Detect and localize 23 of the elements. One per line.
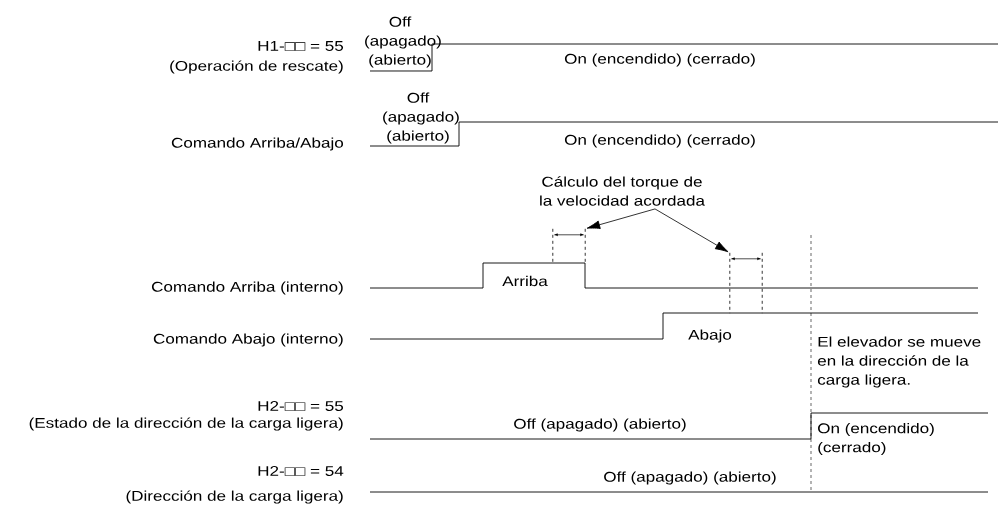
signal-name: Comando Arriba/Abajo <box>171 137 344 151</box>
signal-name: H1-□□ = 55 <box>258 41 344 51</box>
state-label: Abajo <box>688 329 732 343</box>
signal-name: Comando Arriba (interno) <box>151 281 343 295</box>
state-label: On (encendido) (cerrado) <box>564 53 755 67</box>
state-label: Off (apagado) (abierto) <box>383 92 459 144</box>
leader-arrow <box>586 208 656 229</box>
signal-name: H2-□□ = 54 <box>258 466 344 476</box>
state-label: Off (apagado) (abierto) <box>514 418 686 432</box>
state-label: Off (apagado) (abierto) <box>365 16 441 68</box>
signal-name: (Dirección de la carga ligera) <box>126 490 343 504</box>
signal-name: Comando Abajo (interno) <box>153 333 343 347</box>
state-label: On (encendido) (cerrado) <box>818 423 934 456</box>
state-label: Off (apagado) (abierto) <box>604 471 776 485</box>
state-label: Arriba <box>502 275 548 287</box>
signal-name: (Estado de la dirección de la carga ligera) <box>29 417 343 431</box>
state-label: On (encendido) (cerrado) <box>564 134 755 148</box>
callout-text: Cálculo del torque de la velocidad acordada <box>540 176 705 206</box>
interval-marker <box>552 228 586 264</box>
signal-name: (Operación de rescate) <box>170 60 343 74</box>
leader-arrow <box>654 208 729 253</box>
note-text: El elevador se mueve en la dirección de la carga ligera. <box>817 336 981 388</box>
signal-name: H2-□□ = 55 <box>258 401 344 411</box>
